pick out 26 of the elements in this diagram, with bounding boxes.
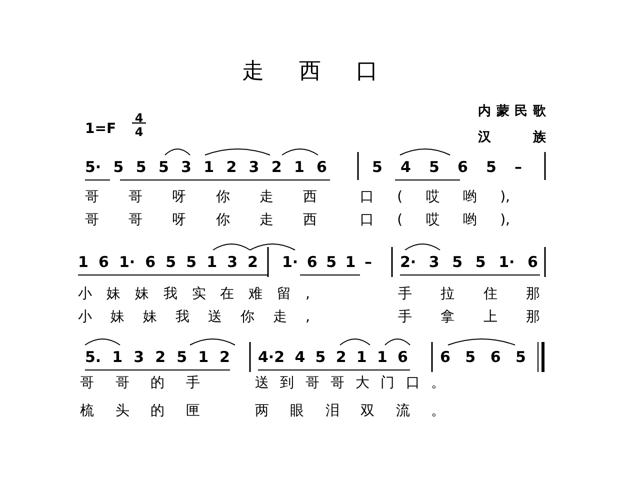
lyric-line: 哥哥呀你走西 [85,211,317,230]
lyric-line: 手拉住那 [398,285,540,304]
lyric-line: 小妹妹我实在难留, [78,285,310,304]
time-signature-digit: 4 [134,126,144,138]
lyric-line: 梳头的匣 [80,402,200,421]
note-numbers: 1 6 1· 6 5 5 1 3 2 [78,252,258,272]
note-numbers: 1· 6 5 1 – [282,252,372,272]
note-numbers: 5 4 5 6 5 – [372,157,522,177]
lyric-line: 哥哥的手 [80,374,200,393]
note-numbers: 2· 3 5 5 1· 6 [400,252,538,272]
source-note: 内蒙民歌 [478,104,546,120]
lyric-line: 手拿上那 [398,308,540,327]
time-signature-digit: 4 [134,112,144,124]
score-title: 走西口 [240,58,414,86]
note-numbers: 6 5 6 5 [440,347,526,367]
note-numbers: 5. 1 3 2 5 1 2 [85,347,230,367]
source-note: 汉族 [478,130,546,146]
lyric-line: 哥哥呀你走西 [85,188,317,207]
lyric-line: 两眼泪双流。 [255,402,445,421]
lyric-line: 口(哎哟), [360,188,510,207]
lyric-line: 小妹妹我送你走, [78,308,310,327]
lyric-line: 口(哎哟), [360,211,510,230]
note-numbers: 4·2 4 5 2 1 1 6 [258,347,408,367]
note-numbers: 5· 5 5 5 3 1 2 3 2 1 6 [85,157,327,177]
key-signature: 1=F [85,120,118,138]
lyric-line: 送到哥哥大门口。 [255,374,445,393]
